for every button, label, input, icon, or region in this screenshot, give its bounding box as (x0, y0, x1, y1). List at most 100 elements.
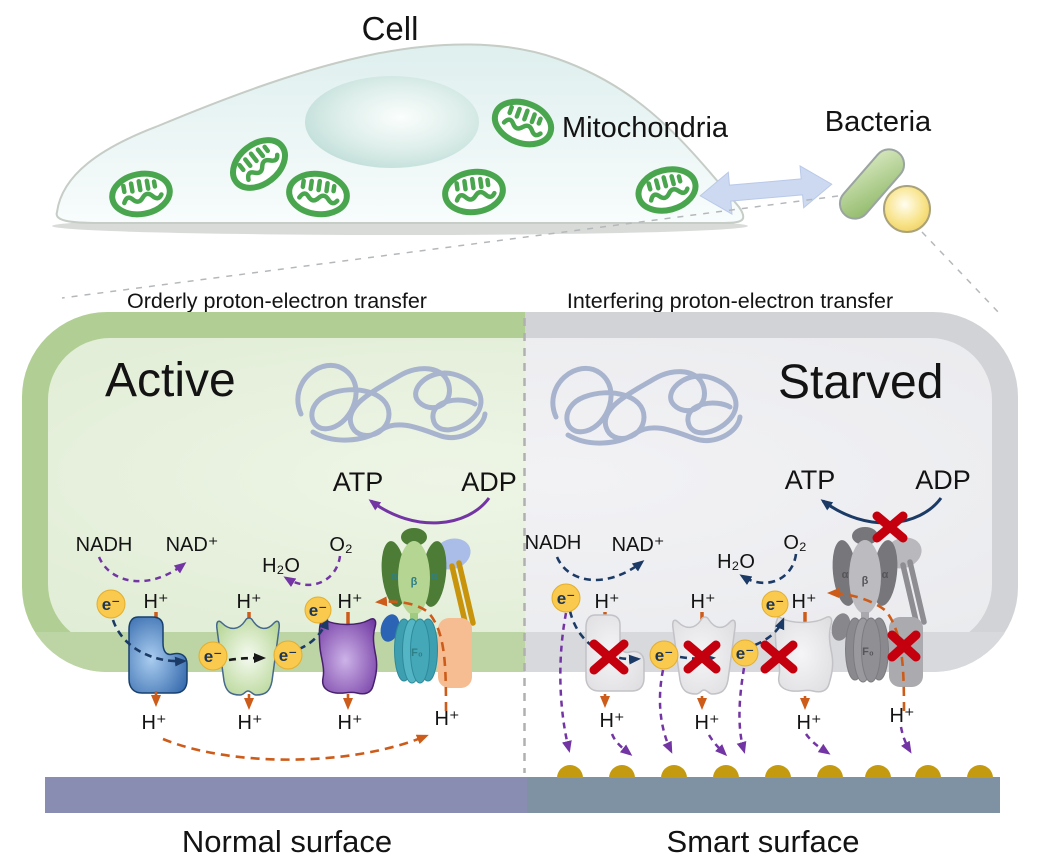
bacteria: Bacteria (61, 106, 1001, 315)
o2-label: O₂ (783, 532, 806, 554)
cell-nucleus (305, 76, 479, 168)
f1-stalk (410, 613, 418, 625)
h-plus-label: H⁺ (600, 710, 625, 732)
h-plus-label: H⁺ (695, 712, 720, 734)
stator (449, 560, 476, 629)
h-plus-label: H⁺ (338, 591, 363, 613)
proton-capture-arrow (804, 733, 831, 755)
electron-badge (551, 583, 581, 613)
electron-badges-left: e⁻ e⁻ e⁻ e⁻ (96, 589, 332, 671)
h-plus-label: H⁺ (144, 591, 169, 613)
e-minus-label: e⁻ (557, 589, 575, 608)
atp-label: ATP (785, 465, 836, 495)
capture-site (661, 765, 687, 778)
alpha-label: α (842, 569, 849, 581)
capture-arrows (559, 612, 912, 757)
h-plus-label: H⁺ (237, 591, 262, 613)
e-minus-label: e⁻ (102, 595, 120, 614)
h-plus-label: H⁺ (792, 591, 817, 613)
stator (900, 559, 927, 628)
mitochondria-label: Mitochondria (562, 112, 729, 144)
atp-label: ATP (333, 467, 384, 497)
nad-label: NAD⁺ (612, 534, 665, 556)
cell-bacteria-arrow (699, 165, 833, 215)
capture-site (557, 765, 583, 778)
f0-label: F₀ (862, 646, 874, 658)
f0-rotor (394, 618, 438, 684)
atp-synthase (380, 528, 476, 688)
electron-capture-arrow (736, 667, 747, 754)
electron-badge (761, 590, 789, 618)
electron-badge (304, 596, 332, 624)
h-plus-label: H⁺ (595, 591, 620, 613)
alpha-label: α (391, 570, 398, 582)
f1-head (852, 527, 878, 545)
block-x-icon (887, 630, 921, 662)
f1-head (398, 541, 430, 615)
f0-side-blob (380, 614, 400, 642)
electron-capture-arrow (559, 612, 572, 753)
beta-label: β (411, 576, 418, 588)
nadh-oxidation-arrow (555, 556, 645, 582)
f0-rotor (845, 617, 889, 683)
proton-capture-arrow (707, 734, 728, 757)
electron-badges-right: e⁻ e⁻ e⁻ e⁻ (551, 583, 789, 670)
nadh-label: NADH (76, 534, 133, 556)
bacteria-label: Bacteria (825, 106, 932, 138)
h-plus-label: H⁺ (435, 708, 460, 730)
alpha-label: α (431, 570, 438, 582)
block-x-icon (760, 640, 798, 674)
smart-surface-label: Smart surface (667, 824, 860, 859)
h-plus-label: H⁺ (797, 712, 822, 734)
electron-transfer-arrow (111, 619, 187, 667)
block-x-marks (589, 511, 921, 675)
starved-label: Starved (778, 356, 943, 409)
capture-site (817, 765, 843, 778)
h2o-label: H₂O (717, 551, 755, 573)
electron-badge (273, 640, 303, 670)
bacteria-coccus (883, 185, 931, 233)
cell: Cell Mitochondria (52, 10, 748, 235)
alpha-label: α (882, 569, 889, 581)
electron-capture-arrow (658, 669, 673, 754)
e-minus-label: e⁻ (309, 601, 327, 620)
oxygen-reduction-arrow (739, 553, 798, 585)
electron-transfer-arrow (754, 617, 785, 647)
zoom-guide-line (61, 195, 839, 299)
proton-capture-arrow (610, 733, 633, 756)
adp-label: ADP (915, 465, 971, 495)
atp-synthesis-arrow (368, 497, 491, 525)
e-minus-label: e⁻ (655, 646, 673, 665)
nadh-label: NADH (525, 532, 582, 554)
electron-transfer-arrow (228, 653, 266, 664)
capture-site (915, 765, 941, 778)
o2-label: O₂ (329, 534, 352, 556)
block-x-icon (683, 640, 721, 674)
active-label: Active (105, 354, 236, 407)
capture-site (865, 765, 891, 778)
h-plus-label: H⁺ (338, 712, 363, 734)
left-panel-title: Orderly proton-electron transfer (127, 289, 427, 313)
h-plus-label: H⁺ (691, 591, 716, 613)
nad-label: NAD⁺ (166, 534, 219, 556)
adp-label: ADP (461, 467, 517, 497)
e-minus-label: e⁻ (766, 595, 784, 614)
h-plus-label: H⁺ (890, 705, 915, 727)
complex-iv (318, 618, 378, 695)
f1-head (401, 528, 427, 546)
smart-surface-bar (527, 777, 1000, 813)
proton-return-path (375, 596, 448, 712)
bacteria-rod (838, 148, 906, 220)
active-etc: ATP ADP NADH NAD⁺ H₂O O₂ e⁻ e⁻ e⁻ e⁻ H⁺ … (76, 467, 517, 761)
oxygen-reduction-arrow (283, 555, 342, 587)
f1-head (849, 540, 881, 614)
starved-etc: ATP ADP NADH NAD⁺ H₂O O₂ e⁻ e⁻ e⁻ e⁻ H⁺ … (525, 465, 971, 757)
electron-transfer-arrow (298, 617, 329, 651)
normal-surface-label: Normal surface (182, 824, 392, 859)
proton-return-path (827, 588, 906, 712)
surfaces: Normal surface Smart surface (45, 765, 1000, 859)
zoom-guide-line (921, 231, 1001, 315)
electron-badge (198, 641, 228, 671)
capture-sites (557, 765, 993, 778)
